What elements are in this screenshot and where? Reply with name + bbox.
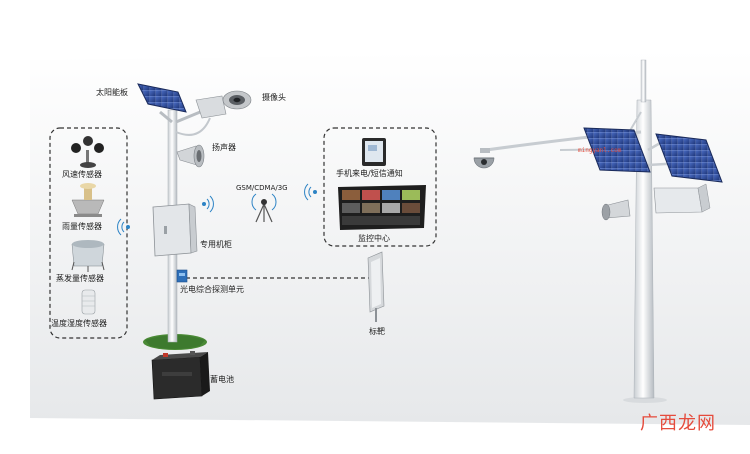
solar-panel-label: 太阳能板 [96, 88, 128, 98]
cabinet-icon [153, 204, 197, 256]
target-label: 标靶 [369, 327, 385, 337]
phone-notice-label: 手机来电/短信通知 [336, 169, 403, 179]
monitor-wall-icon [338, 185, 426, 230]
equipment-box-right [654, 184, 710, 213]
monitor-center-label: 监控中心 [358, 234, 390, 244]
cabinet-label: 专用机柜 [200, 240, 232, 250]
sensor-label-evaporation: 蒸发量传感器 [56, 274, 104, 284]
gsm-label: GSM/CDMA/3G [236, 183, 288, 193]
detector-unit-icon [177, 270, 187, 282]
tablet-icon [362, 138, 386, 166]
temp-humidity-sensor-icon [82, 290, 95, 314]
battery-label: 蓄电池 [210, 375, 234, 385]
speaker-label: 扬声器 [212, 143, 236, 153]
detector-label: 光电综合探测单元 [180, 285, 244, 295]
watermark-url: mingyanl.com [578, 147, 621, 154]
camera-label: 摄像头 [262, 93, 286, 103]
battery-icon [152, 351, 210, 399]
sensor-label-rain: 雨量传感器 [62, 222, 102, 232]
watermark-brand: 广西龙网 [640, 409, 716, 435]
sensor-label-wind: 风速传感器 [62, 170, 102, 180]
sensor-label-temp-humidity: 温度湿度传感器 [51, 319, 107, 329]
